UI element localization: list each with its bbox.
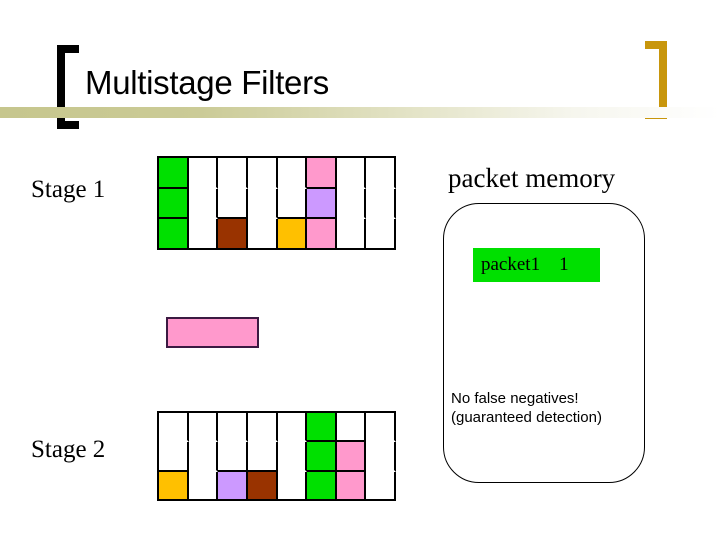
stage-1-cell-r1-c7 — [336, 158, 367, 189]
stage-2-grid — [157, 411, 396, 501]
stage-2-cell-r3-c4 — [247, 471, 278, 501]
packet-memory-container — [443, 203, 645, 483]
stage-1-cell-r1-c3 — [218, 158, 248, 189]
stage-2-cell-r1-c4 — [247, 413, 278, 443]
stage-1-cell-r1-c4 — [247, 158, 278, 189]
packet-memory-title: packet memory — [448, 163, 616, 193]
stage-2-cell-r2-c8 — [366, 442, 396, 472]
counter-bar — [166, 317, 259, 348]
stage-1-cell-r2-c8 — [366, 188, 396, 220]
stage-2-cell-r3-c7 — [336, 471, 367, 501]
stage-1-cell-r3-c8 — [366, 219, 396, 250]
stage-2-cell-r1-c8 — [366, 413, 396, 443]
stage-1-cell-r1-c5 — [277, 158, 308, 189]
stage-1-cell-r1-c2 — [188, 158, 219, 189]
stage-1-grid — [157, 156, 396, 250]
stage-1-label: Stage 1 — [31, 176, 106, 203]
stage-2-cell-r2-c3 — [218, 442, 248, 472]
stage-1-cell-r2-c3 — [218, 188, 248, 220]
stage-2-cell-r2-c2 — [188, 442, 219, 472]
stage-2-cell-r2-c7 — [336, 442, 367, 472]
stage-1-cell-r2-c7 — [336, 188, 367, 220]
stage-1-cell-r3-c4 — [247, 219, 278, 250]
stage-2-cell-r3-c2 — [188, 471, 219, 501]
stage-1-cell-r1-c1 — [159, 158, 189, 189]
stage-1-cell-r2-c2 — [188, 188, 219, 220]
stage-2-cell-r1-c7 — [336, 413, 367, 443]
stage-1-cell-r3-c6 — [307, 219, 337, 250]
stage-1-cell-r1-c8 — [366, 158, 396, 189]
stage-1-cell-r2-c4 — [247, 188, 278, 220]
packet-memory-entry: packet1 1 — [473, 248, 600, 282]
stage-1-cell-r2-c6 — [307, 188, 337, 220]
stage-2-cell-r1-c1 — [159, 413, 189, 443]
title-divider-band — [0, 107, 720, 118]
stage-2-cell-r3-c5 — [277, 471, 308, 501]
stage-1-cell-r3-c2 — [188, 219, 219, 250]
no-false-negatives-line-1: No false negatives! — [451, 390, 579, 407]
stage-1-cell-r3-c5 — [277, 219, 308, 250]
stage-2-cell-r2-c6 — [307, 442, 337, 472]
page-title: Multistage Filters — [85, 64, 330, 101]
stage-1-cell-r2-c1 — [159, 188, 189, 220]
packet-memory-entry-label: packet1 1 — [481, 254, 569, 275]
stage-2-cell-r3-c8 — [366, 471, 396, 501]
stage-1-cell-r3-c1 — [159, 219, 189, 250]
stage-1-cell-r2-c5 — [277, 188, 308, 220]
no-false-negatives-note: No false negatives! (guaranteed detectio… — [451, 389, 602, 427]
stage-1-cell-r1-c6 — [307, 158, 337, 189]
stage-1-cell-r3-c7 — [336, 219, 367, 250]
stage-2-cell-r3-c3 — [218, 471, 248, 501]
stage-2-cell-r1-c2 — [188, 413, 219, 443]
stage-2-cell-r2-c5 — [277, 442, 308, 472]
stage-2-cell-r3-c6 — [307, 471, 337, 501]
stage-2-cell-r2-c4 — [247, 442, 278, 472]
stage-1-cell-r3-c3 — [218, 219, 248, 250]
stage-2-cell-r1-c6 — [307, 413, 337, 443]
stage-2-cell-r3-c1 — [159, 471, 189, 501]
stage-2-cell-r1-c5 — [277, 413, 308, 443]
stage-2-cell-r1-c3 — [218, 413, 248, 443]
title-bracket-left-icon — [57, 45, 79, 129]
stage-2-cell-r2-c1 — [159, 442, 189, 472]
no-false-negatives-line-2: (guaranteed detection) — [451, 409, 602, 426]
stage-2-label: Stage 2 — [31, 436, 106, 463]
